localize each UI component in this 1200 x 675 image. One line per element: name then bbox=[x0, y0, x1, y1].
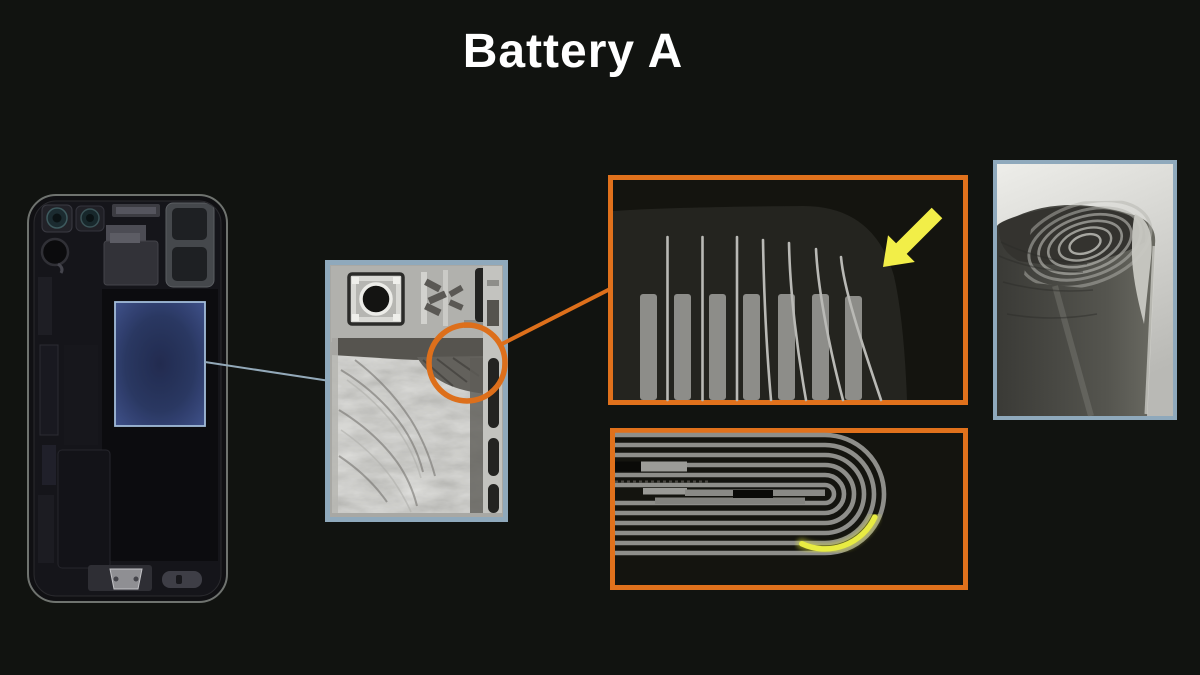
xray-panel bbox=[325, 260, 508, 522]
battery-highlight-overlay bbox=[114, 301, 206, 427]
inspection-circle bbox=[426, 322, 508, 404]
phone-internal-view bbox=[27, 194, 228, 603]
jelly-roll-photo bbox=[993, 160, 1177, 420]
attention-arrow-icon bbox=[883, 207, 943, 267]
electrode-tabs-diagram bbox=[608, 175, 968, 405]
cross-section-diagram bbox=[610, 428, 968, 590]
damage-highlight-arc bbox=[799, 514, 878, 552]
electrode-plates bbox=[640, 294, 862, 400]
callout-line-orange bbox=[499, 286, 613, 347]
electrode-tabs bbox=[666, 235, 883, 402]
callout-line-blue bbox=[204, 361, 331, 382]
photo-content bbox=[997, 200, 1156, 417]
slide-title: Battery A bbox=[462, 25, 684, 78]
xray-content bbox=[331, 266, 502, 513]
layer-curves bbox=[615, 432, 887, 556]
